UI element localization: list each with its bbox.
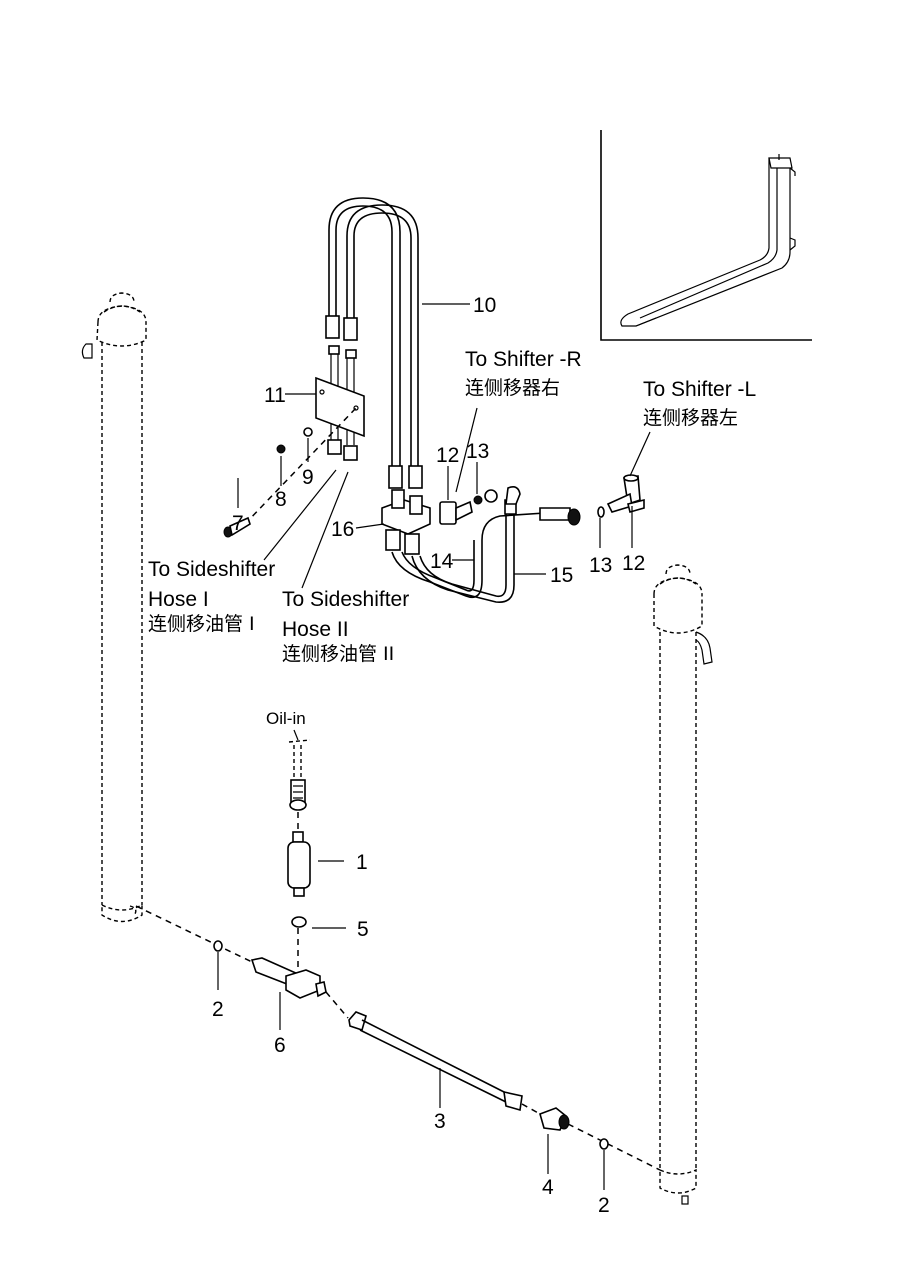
callout-11: 11 <box>264 384 286 407</box>
washer-13-r <box>473 489 498 505</box>
washer-2-left <box>213 940 223 952</box>
callout-13-l: 13 <box>589 554 612 577</box>
leader-lines <box>217 303 651 1190</box>
callout-8: 8 <box>275 488 287 511</box>
callout-16: 16 <box>331 518 354 541</box>
callout-10: 10 <box>473 294 496 317</box>
to-shifter-l-cn-label: 连侧移器左 <box>643 407 738 429</box>
callout-1: 1 <box>356 851 368 874</box>
hose2-label-line2: Hose II <box>282 618 349 641</box>
to-shifter-r-cn-label: 连侧移器右 <box>465 377 560 399</box>
inset-frame <box>600 130 812 341</box>
washer-2-right <box>599 1138 609 1150</box>
callout-15: 15 <box>550 564 573 587</box>
callout-5: 5 <box>357 918 369 941</box>
tee-fitting-6 <box>250 957 327 999</box>
callout-14: 14 <box>430 550 454 573</box>
right-lift-cylinder <box>653 564 713 1205</box>
elbow-12-r <box>439 500 473 525</box>
hose1-label-line1: To Sideshifter <box>148 558 275 581</box>
callout-2-right: 2 <box>598 1194 610 1217</box>
callout-4: 4 <box>542 1176 554 1199</box>
oil-in-assembly <box>287 739 311 970</box>
hose2-label-line1: To Sideshifter <box>282 588 409 611</box>
connector-4 <box>539 1107 570 1131</box>
left-lift-cylinder <box>81 292 147 923</box>
dashed-axis <box>135 905 661 1171</box>
callouts: 1 2 2 3 4 5 6 7 8 9 10 11 12 12 13 13 14… <box>212 294 645 1217</box>
callout-3: 3 <box>434 1110 446 1133</box>
hose1-label-line2: Hose I <box>148 588 209 611</box>
callout-13-r: 13 <box>466 440 489 463</box>
callout-9: 9 <box>302 466 314 489</box>
annotations: To Shifter -R 连侧移器右 To Shifter -L 连侧移器左 … <box>148 348 756 728</box>
to-shifter-l-label: To Shifter -L <box>643 378 756 401</box>
manifold-16 <box>381 489 431 555</box>
hose-3 <box>348 1011 523 1112</box>
fork-icon <box>620 154 796 327</box>
callout-12-r: 12 <box>436 444 459 467</box>
hose2-cn-label: 连侧移油管 II <box>282 643 394 665</box>
callout-6: 6 <box>274 1034 286 1057</box>
hose1-cn-label: 连侧移油管 I <box>148 613 255 635</box>
to-shifter-r-label: To Shifter -R <box>465 348 582 371</box>
plate-11-assembly <box>315 345 365 461</box>
washer-13-l <box>597 506 605 518</box>
fork-inset <box>600 130 812 341</box>
pipes-14-15 <box>391 486 581 603</box>
callout-2-left: 2 <box>212 998 224 1021</box>
oil-in-label: Oil-in <box>266 709 306 728</box>
elbow-12-l <box>606 474 645 513</box>
callout-12-l: 12 <box>622 552 645 575</box>
bolt-and-washers <box>223 407 357 538</box>
hose-pair-10 <box>325 197 423 489</box>
callout-7: 7 <box>232 512 244 535</box>
